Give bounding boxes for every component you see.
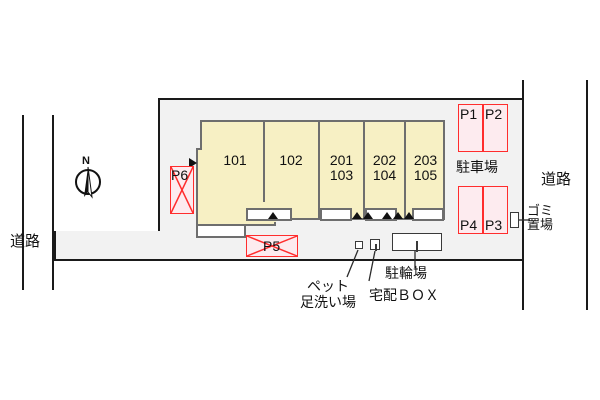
road-label-right: 道路 xyxy=(541,170,572,188)
unit-label-102: 102 xyxy=(266,153,316,168)
site-boundary-seam xyxy=(160,229,522,234)
unit-101-floor1: 101 xyxy=(223,152,247,168)
compass-north-icon xyxy=(84,166,93,199)
unit-label-202-104: 202 104 xyxy=(365,153,404,183)
parking-occupied-x-icon-P6 xyxy=(170,166,194,214)
unit-label-101: 101 xyxy=(210,153,260,168)
garbage-area-marker[interactable] xyxy=(510,212,519,228)
leader-pet-wash xyxy=(346,249,359,278)
parking-label-P1: P1 xyxy=(460,106,478,122)
delivery-box-label: 宅配ＢＯＸ xyxy=(369,288,439,304)
balcony-101 xyxy=(196,224,246,238)
parking-space-P5[interactable]: P5 xyxy=(246,235,298,257)
parking-space-P4[interactable]: P4 xyxy=(458,186,483,234)
balcony-103 xyxy=(320,208,352,221)
garbage-area-label: ゴミ 置場 xyxy=(527,205,553,233)
garbage-area-label-line1: ゴミ xyxy=(527,204,554,219)
parking-label-P6: P6 xyxy=(171,167,189,183)
unit-105-floor1: 105 xyxy=(413,167,438,183)
compass: N xyxy=(68,155,108,205)
bicycle-parking-marker[interactable] xyxy=(392,233,442,252)
unit-202-floor2: 202 xyxy=(372,152,397,168)
unit-104-floor1: 104 xyxy=(372,167,397,183)
parking-space-P3[interactable]: P3 xyxy=(483,186,508,234)
bicycle-parking-divider xyxy=(416,241,418,252)
unit-label-203-105: 203 105 xyxy=(406,153,445,183)
pet-wash-marker[interactable] xyxy=(355,241,363,249)
compass-label-n: N xyxy=(82,155,90,167)
unit-201-floor2: 201 xyxy=(329,152,354,168)
bicycle-parking-label: 駐輪場 xyxy=(385,266,427,282)
road-line-left-inner xyxy=(52,115,54,290)
parking-occupied-x-icon-P5 xyxy=(246,235,298,257)
leader-delivery-box xyxy=(368,250,376,282)
road-line-right-outer xyxy=(586,80,588,310)
parking-space-P2[interactable]: P2 xyxy=(483,104,508,152)
pet-wash-label: ペット 足洗い場 xyxy=(300,279,356,311)
unit-divider-4 xyxy=(404,120,406,220)
stair-marker-1 xyxy=(268,212,278,219)
unit-divider-2 xyxy=(318,120,320,220)
road-label-left: 道路 xyxy=(10,232,41,250)
unit-divider-3 xyxy=(363,120,365,220)
unit-divider-1 xyxy=(263,120,265,202)
garbage-area-label-line2: 置場 xyxy=(527,218,554,233)
parking-label-P4: P4 xyxy=(460,217,478,233)
parking-label-P2: P2 xyxy=(485,106,503,122)
parking-space-P6[interactable]: P6 xyxy=(170,166,194,214)
delivery-box-marker[interactable] xyxy=(370,239,380,251)
stair-marker-3 xyxy=(363,212,373,219)
road-line-left-outer xyxy=(22,115,24,290)
stair-marker-5 xyxy=(393,212,403,219)
pet-wash-label-line2: 足洗い場 xyxy=(300,295,356,311)
stair-marker-2 xyxy=(352,212,362,219)
stair-marker-6 xyxy=(404,212,414,219)
parking-area-label: 駐車場 xyxy=(456,160,498,176)
parking-space-P1[interactable]: P1 xyxy=(458,104,483,152)
unit-203-floor2: 203 xyxy=(413,152,438,168)
parking-label-P5: P5 xyxy=(263,238,281,254)
pet-wash-label-line1: ペット xyxy=(307,279,349,295)
entrance-arrow-icon xyxy=(189,158,197,168)
unit-label-201-103: 201 103 xyxy=(320,153,363,183)
unit-102-floor1: 102 xyxy=(279,152,303,168)
delivery-box-divider xyxy=(375,244,377,251)
parking-label-P3: P3 xyxy=(485,217,503,233)
unit-103-floor1: 103 xyxy=(329,167,354,183)
stair-marker-4 xyxy=(382,212,392,219)
